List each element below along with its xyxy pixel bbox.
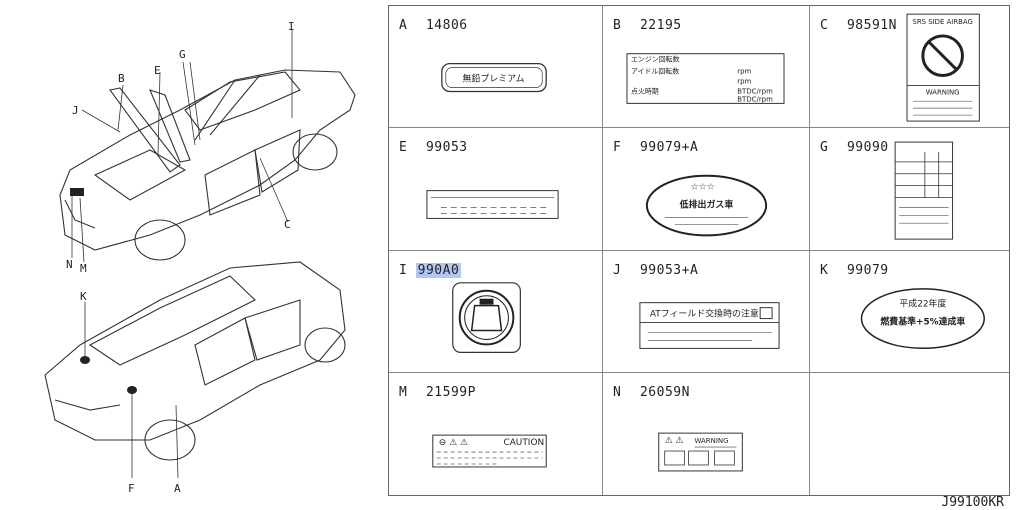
cell-code: B 22195 xyxy=(613,18,682,33)
cell-j[interactable]: J 99053+A ATフィールド交換時の注意 xyxy=(603,250,810,373)
svg-text:rpm: rpm xyxy=(737,68,751,76)
callout-n: N xyxy=(66,258,73,271)
cell-code: G 99090 xyxy=(820,140,889,156)
label-art-j: ATフィールド交換時の注意 xyxy=(639,301,780,349)
callout-a: A xyxy=(174,482,181,495)
svg-text:燃費基準+5%達成車: 燃費基準+5%達成車 xyxy=(880,315,965,327)
label-art-e xyxy=(426,190,559,220)
svg-text:アイドル回転数: アイドル回転数 xyxy=(631,67,679,76)
svg-text:SRS SIDE AIRBAG: SRS SIDE AIRBAG xyxy=(912,18,972,26)
svg-text:BTDC/rpm: BTDC/rpm xyxy=(737,87,773,95)
cell-b[interactable]: B 22195 エンジン回転数 アイドル回転数 点火時期 rpm rpm BTD… xyxy=(603,6,810,129)
label-grid: A 14806 無鉛プレミアム B 22195 エンジン回転数 アイドル回転数 … xyxy=(388,5,1010,496)
label-mark-f xyxy=(127,386,137,394)
svg-text:エンジン回転数: エンジン回転数 xyxy=(631,55,680,64)
car-bottom-leaders xyxy=(84,302,179,479)
callout-c: C xyxy=(284,218,291,231)
label-art-a: 無鉛プレミアム xyxy=(441,62,547,93)
cell-code: I 990A0 xyxy=(399,262,462,278)
label-art-k: 平成22年度 燃費基準+5%達成車 xyxy=(860,287,985,349)
cell-i[interactable]: I 990A0 xyxy=(389,250,603,373)
cell-m[interactable]: M 21599P ⊖ ⚠ ⚠ CAUTION xyxy=(389,372,603,495)
callout-f: F xyxy=(128,482,135,495)
callout-m: M xyxy=(80,262,87,275)
cell-code: J 99053+A xyxy=(613,262,699,278)
vehicle-diagram: J B E G I C N M K F A xyxy=(44,20,356,495)
callout-k: K xyxy=(80,290,87,303)
cell-k[interactable]: K 99079 平成22年度 燃費基準+5%達成車 xyxy=(810,251,1009,373)
label-art-i xyxy=(452,281,521,353)
svg-text:WARNING: WARNING xyxy=(695,437,729,445)
cell-code: F 99079+A xyxy=(613,140,699,156)
cell-g[interactable]: G 99090 xyxy=(810,128,1009,251)
svg-text:☆☆☆: ☆☆☆ xyxy=(691,183,715,193)
cell-e[interactable]: E 99053 xyxy=(389,128,603,251)
svg-text:点火時期: 点火時期 xyxy=(631,87,659,95)
cell-n[interactable]: N 26059N ⚠ ⚠ WARNING xyxy=(603,372,810,495)
svg-text:ATフィールド交換時の注意: ATフィールド交換時の注意 xyxy=(650,307,759,319)
svg-text:rpm: rpm xyxy=(737,78,751,86)
label-art-b: エンジン回転数 アイドル回転数 点火時期 rpm rpm BTDC/rpm BT… xyxy=(626,53,785,104)
highlighted-part-code: 990A0 xyxy=(415,262,462,278)
diagram-code: J99100KR xyxy=(941,495,1004,510)
callout-j: J xyxy=(72,104,79,117)
label-art-c: SRS SIDE AIRBAG WARNING xyxy=(906,13,980,122)
svg-text:低排出ガス車: 低排出ガス車 xyxy=(679,199,734,211)
label-art-g xyxy=(894,141,954,240)
cell-code: E 99053 xyxy=(399,140,468,156)
svg-text:⊖ ⚠ ⚠: ⊖ ⚠ ⚠ xyxy=(439,438,468,448)
cell-code: N 26059N xyxy=(613,384,690,400)
callout-g: G xyxy=(179,48,186,61)
cell-f[interactable]: F 99079+A ☆☆☆ 低排出ガス車 xyxy=(603,128,810,251)
label-art-m: ⊖ ⚠ ⚠ CAUTION xyxy=(432,434,547,468)
cell-c[interactable]: C 98591N SRS SIDE AIRBAG WARNING xyxy=(810,6,1009,129)
callout-i: I xyxy=(288,20,295,33)
car-top-view xyxy=(59,69,356,261)
callout-e: E xyxy=(154,64,161,77)
svg-text:平成22年度: 平成22年度 xyxy=(899,297,946,309)
svg-text:WARNING: WARNING xyxy=(926,88,960,96)
label-art-n: ⚠ ⚠ WARNING xyxy=(658,432,743,472)
label-mark-k xyxy=(80,356,90,364)
cell-code: K 99079 xyxy=(820,262,889,278)
car-top-leaders xyxy=(71,30,293,263)
svg-text:CAUTION: CAUTION xyxy=(503,438,544,448)
svg-text:無鉛プレミアム: 無鉛プレミアム xyxy=(463,73,525,85)
cell-empty xyxy=(810,373,1009,495)
svg-text:BTDC/rpm: BTDC/rpm xyxy=(737,95,773,103)
cell-code: M 21599P xyxy=(399,384,476,400)
svg-text:⚠ ⚠: ⚠ ⚠ xyxy=(665,436,684,446)
cell-a[interactable]: A 14806 無鉛プレミアム xyxy=(389,6,603,129)
car-bottom-view xyxy=(44,261,346,461)
label-mark-n xyxy=(70,188,84,196)
cell-code: C 98591N xyxy=(820,18,897,33)
callout-b: B xyxy=(118,72,125,85)
cell-code: A 14806 xyxy=(399,18,468,33)
label-art-f: ☆☆☆ 低排出ガス車 xyxy=(645,174,768,237)
